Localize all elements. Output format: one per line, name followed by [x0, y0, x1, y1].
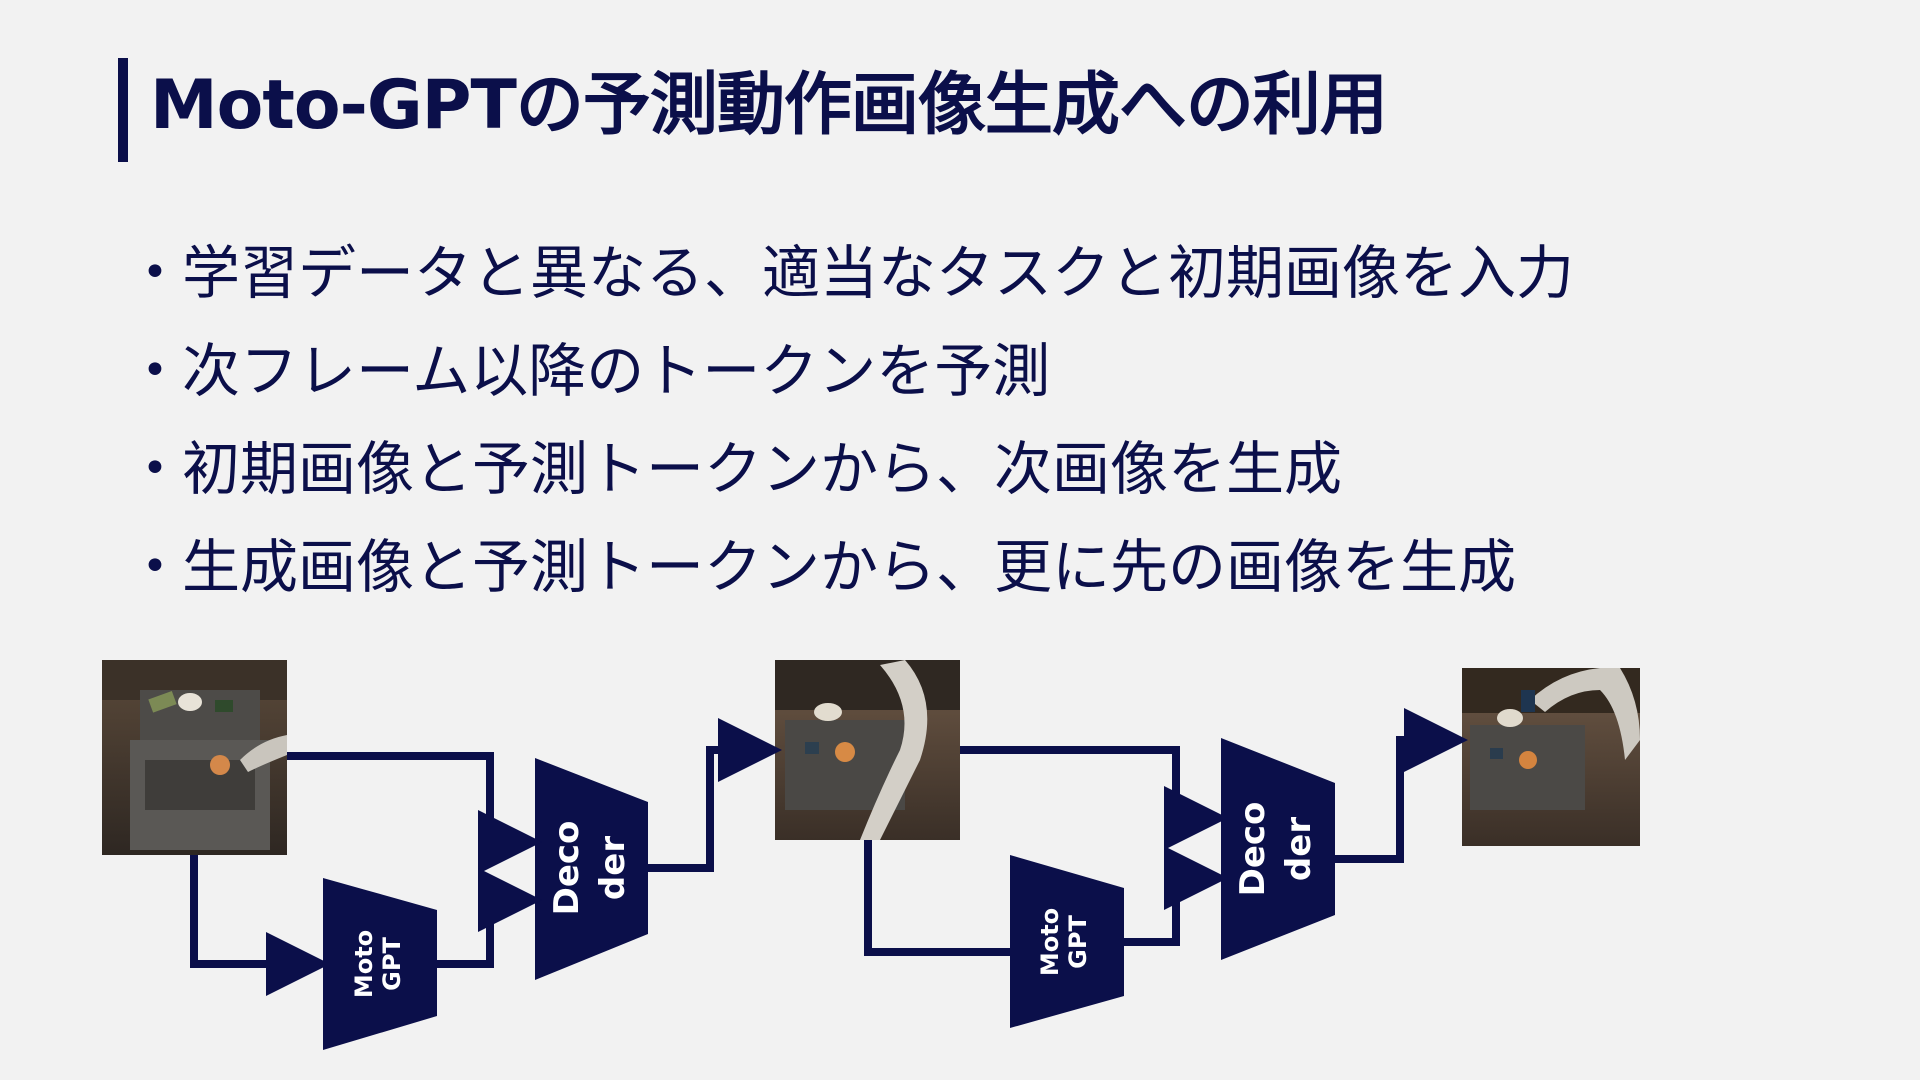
arrow-gen-image-to-decoder	[960, 750, 1212, 818]
generated-image-1	[775, 660, 960, 840]
arrow-image-to-moto	[194, 855, 314, 964]
input-image	[102, 660, 287, 855]
arrow-decoder-to-image	[648, 750, 766, 868]
output-image	[1462, 668, 1640, 846]
moto-gpt-block-2: Moto GPT	[1010, 855, 1124, 1028]
moto-gpt-block-1: Moto GPT	[323, 878, 437, 1050]
decoder-label-1-line2: der	[593, 836, 633, 900]
arrow-gen-image-to-moto	[868, 840, 1010, 952]
moto-gpt-label-1-line1: Moto	[350, 930, 378, 998]
arrow-moto2-to-decoder	[1124, 878, 1212, 942]
arrow-decoder2-to-output	[1335, 740, 1452, 859]
decoder-label-2-line1: Deco	[1233, 802, 1273, 897]
decoder-label-1-line1: Deco	[547, 821, 587, 916]
decoder-block-1: Deco der	[535, 758, 648, 980]
moto-gpt-label-2-line1: Moto	[1036, 908, 1064, 976]
decoder-block-2: Deco der	[1221, 738, 1335, 960]
moto-gpt-label-2-line2: GPT	[1064, 915, 1092, 969]
arrow-moto-to-decoder	[437, 900, 526, 964]
decoder-label-2-line2: der	[1279, 817, 1319, 881]
arrow-image-to-decoder	[287, 756, 526, 842]
moto-gpt-label-1-line2: GPT	[378, 937, 406, 991]
